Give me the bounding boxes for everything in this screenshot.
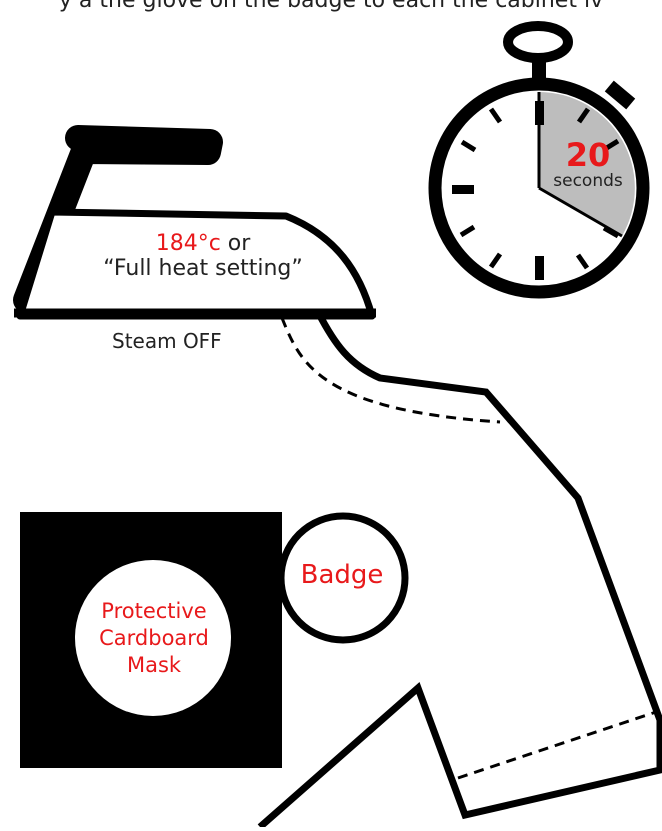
temperature-label: 184°c or “Full heat setting” [58, 231, 348, 282]
shirt-sleeve-seam [458, 712, 656, 778]
mask-label-line1: Protective [78, 598, 230, 625]
mask-label-line3: Mask [78, 652, 230, 679]
stopwatch-ring [508, 26, 568, 58]
heat-setting-label: “Full heat setting” [58, 256, 348, 281]
steam-label: Steam OFF [112, 330, 222, 353]
badge-label: Badge [282, 561, 402, 591]
tick-6 [535, 256, 544, 280]
iron-icon [14, 138, 376, 316]
header-text-cutoff: y a the glove on the badge to each the c… [0, 0, 662, 13]
temperature-value: 184°c [156, 231, 221, 256]
shirt-collar-seam [282, 318, 500, 422]
tick-9 [452, 185, 474, 194]
timer-unit: seconds [540, 172, 636, 192]
mask-label: Protective Cardboard Mask [78, 598, 230, 679]
timer-value: 20 [556, 137, 620, 174]
tick-12 [535, 101, 544, 125]
temperature-suffix: or [221, 231, 251, 256]
mask-label-line2: Cardboard [78, 625, 230, 652]
